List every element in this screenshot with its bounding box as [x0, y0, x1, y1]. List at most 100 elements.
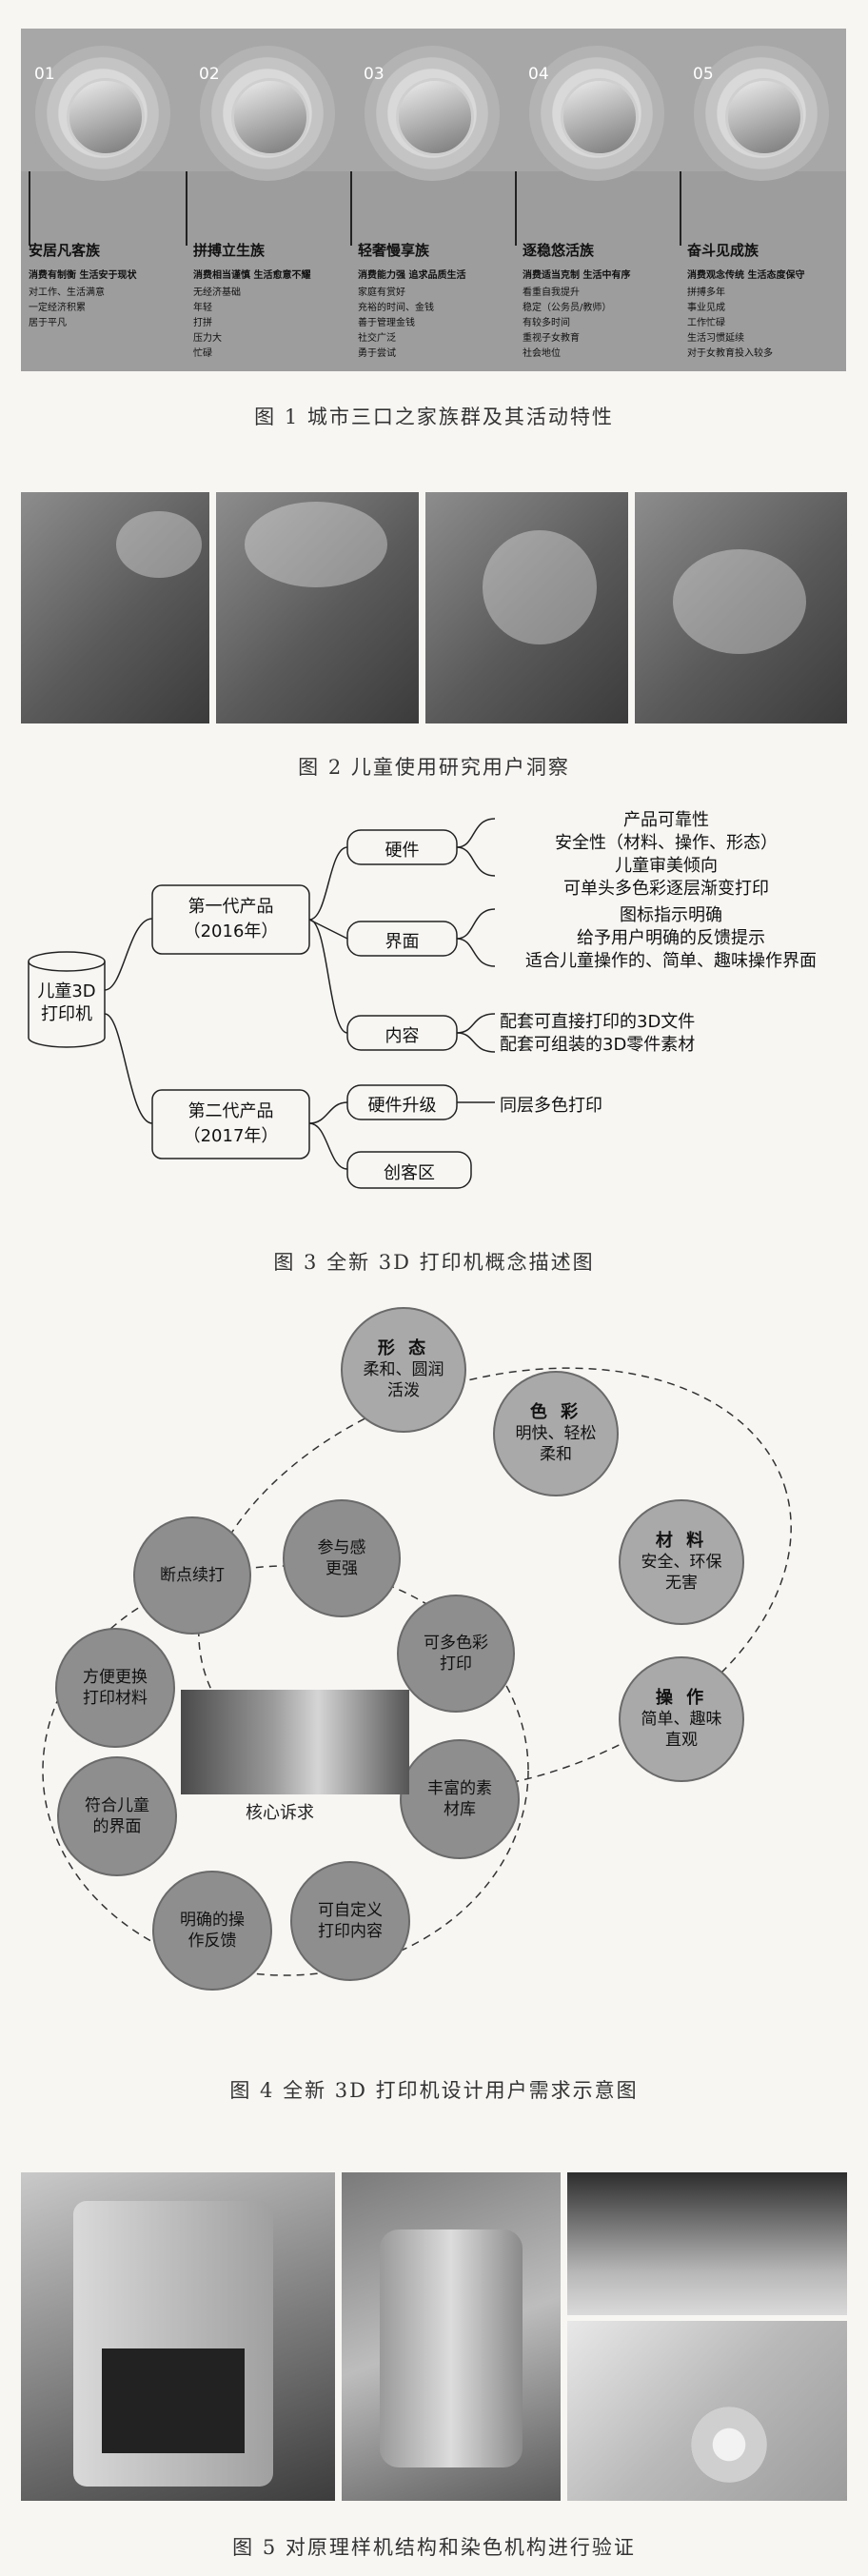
fig1-group: 05 奋斗见成族 消费观念传统 生活态度保守 拼搏多年事业见成工作忙碌生活习惯延… [680, 29, 844, 371]
fig3-interface-label: 界面 [385, 932, 420, 952]
fig2-photo-children-at-table [21, 492, 209, 723]
fig5-photo-dyeing-mechanism [342, 2172, 561, 2501]
fig3-maker-label: 创客区 [384, 1163, 435, 1183]
fig4-inner-bubble: 参与感 更强 [283, 1499, 401, 1617]
fig3-gen1-label: 第一代产品 （2016年） [183, 897, 279, 941]
figure-2-caption: 图 2 儿童使用研究用户洞察 [298, 756, 570, 779]
fig1-family-photo [396, 78, 474, 156]
fig1-family-photo [67, 78, 145, 156]
fig5-photo-nozzle-closeup [567, 2172, 847, 2315]
fig4-inner-bubble: 可自定义 打印内容 [290, 1861, 410, 1981]
fig4-outer-line: 柔和 [540, 1445, 572, 1464]
fig3-hw-upgrade-label: 硬件升级 [367, 1096, 437, 1116]
fig1-group: 01 安居凡客族 消费有制衡 生活安于现状 对工作、生活满意一定经济积累居于平凡 [21, 29, 186, 371]
fig1-group-tag: 消费能力强 追求品质生活 [358, 270, 466, 281]
fig4-outer-line: 明快、轻松 [515, 1424, 597, 1443]
fig4-inner-bubble: 方便更换 打印材料 [55, 1628, 175, 1748]
fig1-group-item: 打拼 [193, 318, 212, 328]
fig3-hardware-item: 安全性（材料、操作、形态） [555, 833, 778, 853]
fig3-content-items: 配套可直接打印的3D文件 配套可组装的3D零件素材 [500, 1011, 695, 1057]
fig1-group: 03 轻奢慢享族 消费能力强 追求品质生活 家庭有赏好充裕的时间、金钱善于管理金… [350, 29, 515, 371]
figure-1-family-groups: 01 安居凡客族 消费有制衡 生活安于现状 对工作、生活满意一定经济积累居于平凡… [21, 29, 846, 371]
fig2-photo-girl-touching-printer [425, 492, 628, 723]
fig1-group-item: 对工作、生活满意 [29, 287, 105, 298]
fig1-group-title: 轻奢慢享族 [358, 242, 430, 259]
fig1-group: 04 逐稳悠活族 消费适当克制 生活中有序 看重自我提升稳定（公务员/教师）有较… [515, 29, 680, 371]
fig4-inner-bubble: 断点续打 [133, 1516, 251, 1635]
fig3-root-label: 儿童3D 打印机 [37, 981, 96, 1024]
fig3-hw-upgrade-item: 同层多色打印 [500, 1096, 602, 1116]
fig3-content-item: 配套可直接打印的3D文件 [500, 1012, 696, 1032]
fig4-outer-line: 无害 [665, 1574, 698, 1593]
fig4-outer-title: 形 态 [377, 1338, 430, 1358]
fig1-group-item: 对于女教育投入较多 [687, 348, 773, 359]
figure-3-connectors [28, 818, 496, 1189]
fig3-hardware-label: 硬件 [385, 841, 420, 861]
fig3-interface-item: 图标指示明确 [620, 905, 722, 925]
fig1-group-item: 压力大 [193, 333, 222, 344]
fig1-group-item: 社会地位 [523, 348, 561, 359]
fig3-hardware-item: 儿童审美倾向 [615, 856, 718, 876]
fig1-group-items: 对工作、生活满意一定经济积累居于平凡 [29, 286, 105, 331]
fig1-group-tag: 消费有制衡 生活安于现状 [29, 270, 137, 281]
fig1-group-item: 重视子女教育 [523, 333, 580, 344]
fig4-outer-line: 柔和、圆润 [363, 1360, 444, 1379]
fig1-group-item: 年轻 [193, 303, 212, 313]
fig4-outer-bubble: 操 作简单、趣味直观 [619, 1656, 744, 1782]
figure-1-lower-band [21, 171, 846, 371]
fig1-group-item: 勇于尝试 [358, 348, 396, 359]
fig1-group-item: 拼搏多年 [687, 287, 725, 298]
fig4-outer-title: 操 作 [655, 1688, 708, 1708]
fig3-hardware-item: 产品可靠性 [623, 810, 709, 830]
fig1-group-item: 工作忙碌 [687, 318, 725, 328]
fig1-pin-line [515, 171, 517, 246]
fig1-group-items: 看重自我提升稳定（公务员/教师）有较多时间重视子女教育社会地位 [523, 286, 611, 362]
fig3-gen2-label: 第二代产品 （2017年） [183, 1101, 279, 1146]
fig1-family-photo [231, 78, 309, 156]
fig4-inner-bubble: 明确的操 作反馈 [152, 1871, 272, 1991]
fig1-group-item: 一定经济积累 [29, 303, 86, 313]
fig2-photo-girl-with-printer [216, 492, 419, 723]
figure-5-caption: 图 5 对原理样机结构和染色机构进行验证 [232, 2536, 636, 2559]
figure-3-concept-diagram: 儿童3D 打印机 第一代产品 （2016年） 第二代产品 （2017年） 硬件 … [0, 809, 868, 1209]
fig1-pin-line [350, 171, 352, 246]
figure-3-caption: 图 3 全新 3D 打印机概念描述图 [273, 1251, 595, 1274]
fig1-group-item: 生活习惯延续 [687, 333, 744, 344]
fig4-inner-bubble: 符合儿童 的界面 [57, 1756, 177, 1876]
fig1-pin-line [680, 171, 681, 246]
fig1-group-number: 05 [693, 65, 714, 84]
fig4-family-photo [181, 1690, 409, 1794]
fig4-outer-bubble: 形 态柔和、圆润活泼 [341, 1307, 466, 1433]
fig1-group-item: 忙碌 [193, 348, 212, 359]
fig4-outer-line: 简单、趣味 [641, 1710, 722, 1729]
fig4-core-label: 核心诉求 [246, 1803, 314, 1823]
fig1-group-item: 家庭有赏好 [358, 287, 405, 298]
fig1-group-items: 无经济基础年轻打拼压力大忙碌 [193, 286, 241, 362]
fig1-group-item: 善于管理金钱 [358, 318, 415, 328]
fig1-family-photo [725, 78, 803, 156]
fig1-group-tag: 消费相当谨慎 生活愈意不耀 [193, 270, 311, 281]
fig1-group-tag: 消费适当克制 生活中有序 [523, 270, 631, 281]
fig1-group-item: 事业见成 [687, 303, 725, 313]
fig1-group-item: 居于平凡 [29, 318, 67, 328]
fig1-group-title: 拼搏立生族 [193, 242, 266, 259]
fig4-outer-title: 色 彩 [529, 1402, 582, 1422]
fig3-hardware-items: 产品可靠性 安全性（材料、操作、形态） 儿童审美倾向 可单头多色彩逐层渐变打印 [495, 809, 838, 901]
fig1-group-title: 逐稳悠活族 [523, 242, 595, 259]
fig1-group-item: 社交广泛 [358, 333, 396, 344]
fig4-inner-bubble: 可多色彩 打印 [397, 1595, 515, 1713]
fig3-interface-items: 图标指示明确 给予用户明确的反馈提示 适合儿童操作的、简单、趣味操作界面 [495, 904, 847, 973]
fig3-hardware-item: 可单头多色彩逐层渐变打印 [563, 879, 769, 899]
figure-4-caption: 图 4 全新 3D 打印机设计用户需求示意图 [229, 2079, 639, 2102]
fig1-pin-line [29, 171, 30, 246]
fig1-group-tag: 消费观念传统 生活态度保守 [687, 270, 805, 281]
figure-1-caption: 图 1 城市三口之家族群及其活动特性 [254, 406, 614, 428]
fig1-group-number: 03 [364, 65, 385, 84]
fig5-photo-printed-part [567, 2321, 847, 2501]
fig4-outer-bubble: 材 料安全、环保无害 [619, 1499, 744, 1625]
fig1-group: 02 拼搏立生族 消费相当谨慎 生活愈意不耀 无经济基础年轻打拼压力大忙碌 [186, 29, 350, 371]
fig3-interface-item: 给予用户明确的反馈提示 [577, 928, 765, 948]
fig1-group-number: 04 [528, 65, 549, 84]
fig2-photo-boy-with-printer [635, 492, 847, 723]
fig1-group-number: 02 [199, 65, 220, 84]
